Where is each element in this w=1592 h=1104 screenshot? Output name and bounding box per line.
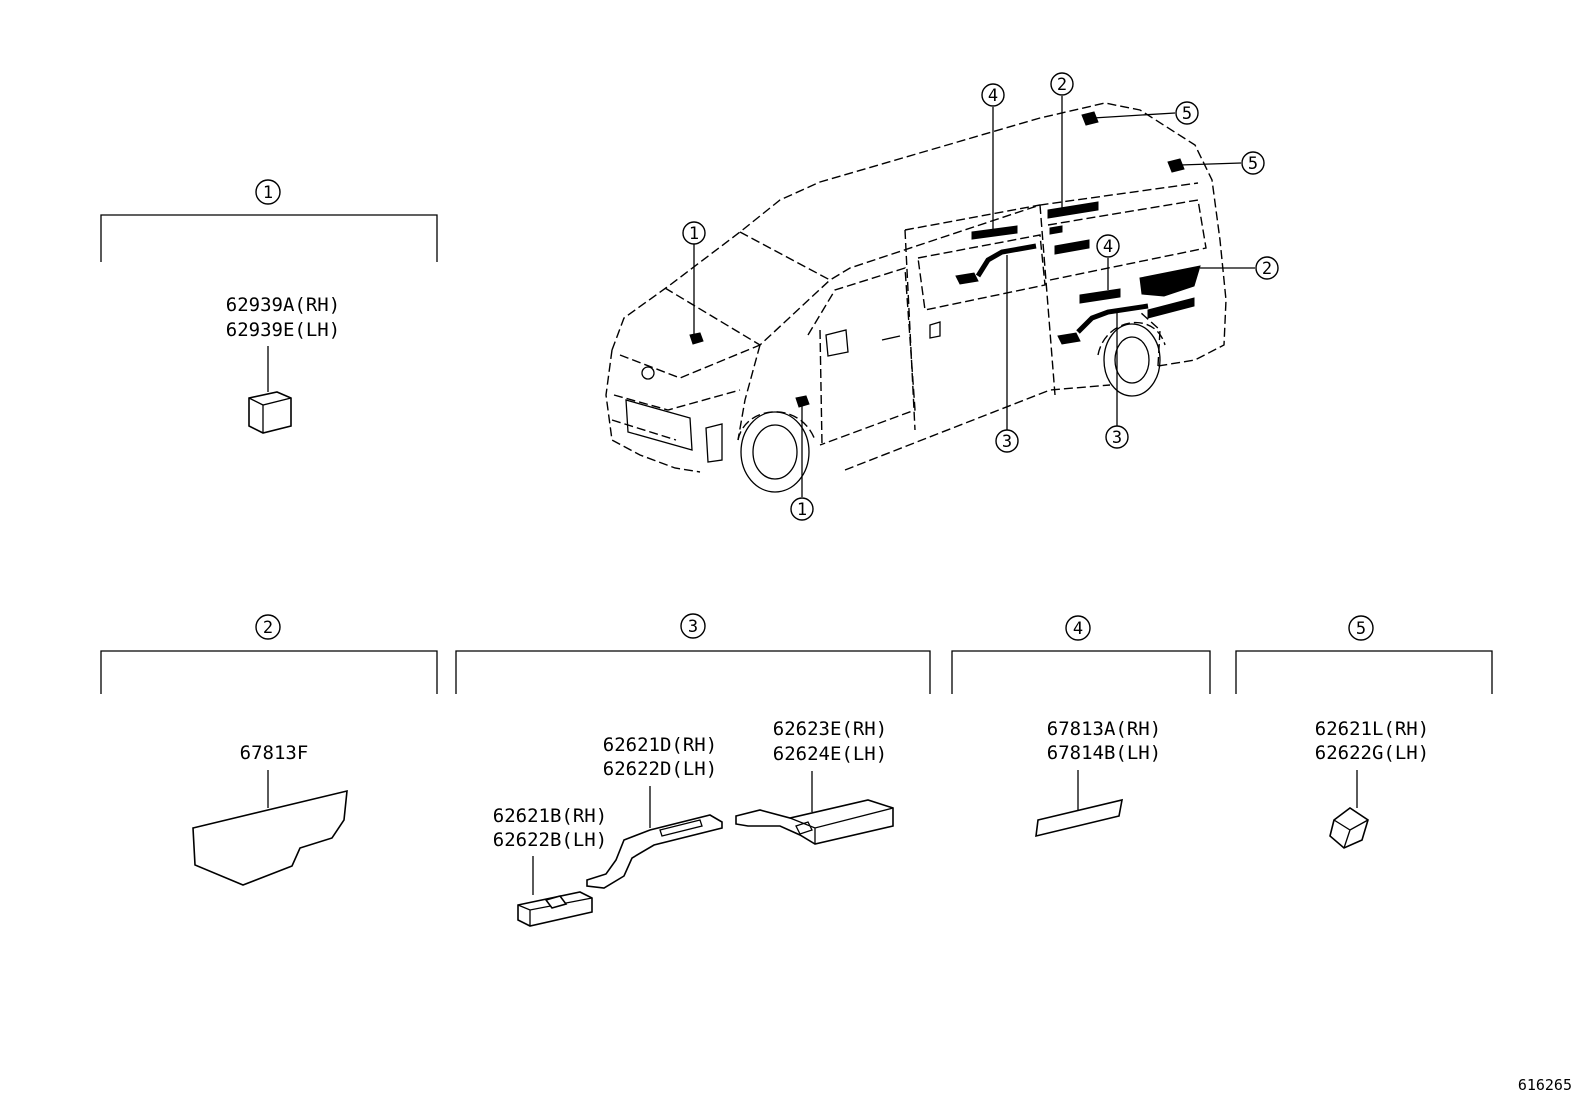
part-number: 62621L(RH) (1315, 718, 1429, 740)
side-insulator-part (735, 799, 894, 845)
insulator-block-part (517, 891, 593, 927)
svg-text:1: 1 (797, 500, 807, 520)
van-callout-4a: 4 (981, 83, 1005, 107)
van-callout-1a: 1 (682, 221, 706, 245)
part-number: 62621D(RH) (603, 734, 717, 756)
group-4-callout: 4 (1073, 619, 1083, 639)
svg-text:4: 4 (1103, 237, 1113, 257)
svg-text:5: 5 (1182, 104, 1192, 124)
van-callout-3b: 3 (1105, 425, 1129, 449)
group-1-callout: 1 (263, 183, 273, 203)
van-callout-5a: 5 (1175, 101, 1199, 125)
part-number: 67813F (240, 742, 309, 764)
van-callout-1b: 1 (790, 497, 814, 521)
part-number: 67814B(LH) (1047, 742, 1161, 764)
group-5-callout: 5 (1356, 619, 1366, 639)
part-number: 62622G(LH) (1315, 742, 1429, 764)
group-3-callout: 3 (688, 617, 698, 637)
floor-insulator-part (586, 814, 723, 889)
van-callout-5b: 5 (1241, 151, 1265, 175)
part-number: 67813A(RH) (1047, 718, 1161, 740)
part-number: 62939E(LH) (226, 319, 340, 341)
svg-text:2: 2 (1262, 259, 1272, 279)
part-number: 62621B(RH) (493, 805, 607, 827)
part-number: 62624E(LH) (773, 743, 887, 765)
van-callout-3a: 3 (995, 429, 1019, 453)
svg-text:3: 3 (1112, 428, 1122, 448)
van-callout-2b: 2 (1255, 256, 1279, 280)
group-2: 2 67813F (100, 614, 438, 886)
pad-cube-part (248, 391, 292, 434)
part-number: 62939A(RH) (226, 294, 340, 316)
pad-cube-part (1329, 807, 1369, 849)
silencer-panel-part (192, 789, 348, 886)
svg-text:3: 3 (1002, 432, 1012, 452)
svg-text:2: 2 (1057, 75, 1067, 95)
part-number: 62622D(LH) (603, 758, 717, 780)
van-callout-4b: 4 (1096, 234, 1120, 258)
group-4: 4 67813A(RH) 67814B(LH) (951, 615, 1211, 838)
group-5: 5 62621L(RH) 62622G(LH) (1235, 615, 1493, 849)
svg-text:4: 4 (988, 86, 998, 106)
svg-text:1: 1 (689, 224, 699, 244)
van-callout-2a: 2 (1050, 72, 1074, 96)
silencer-strip-part (1035, 798, 1124, 838)
diagram-reference-number: 616265 (1518, 1076, 1572, 1094)
van-illustration: 1 1 4 2 5 5 4 2 (605, 72, 1279, 521)
group-2-callout: 2 (263, 618, 273, 638)
part-number: 62623E(RH) (773, 718, 887, 740)
group-3: 3 62621B(RH) 62622B(LH) 62621D(RH) 62622… (455, 613, 931, 927)
group-1: 1 62939A(RH) 62939E(LH) (100, 179, 438, 434)
svg-text:5: 5 (1248, 154, 1258, 174)
part-number: 62622B(LH) (493, 829, 607, 851)
